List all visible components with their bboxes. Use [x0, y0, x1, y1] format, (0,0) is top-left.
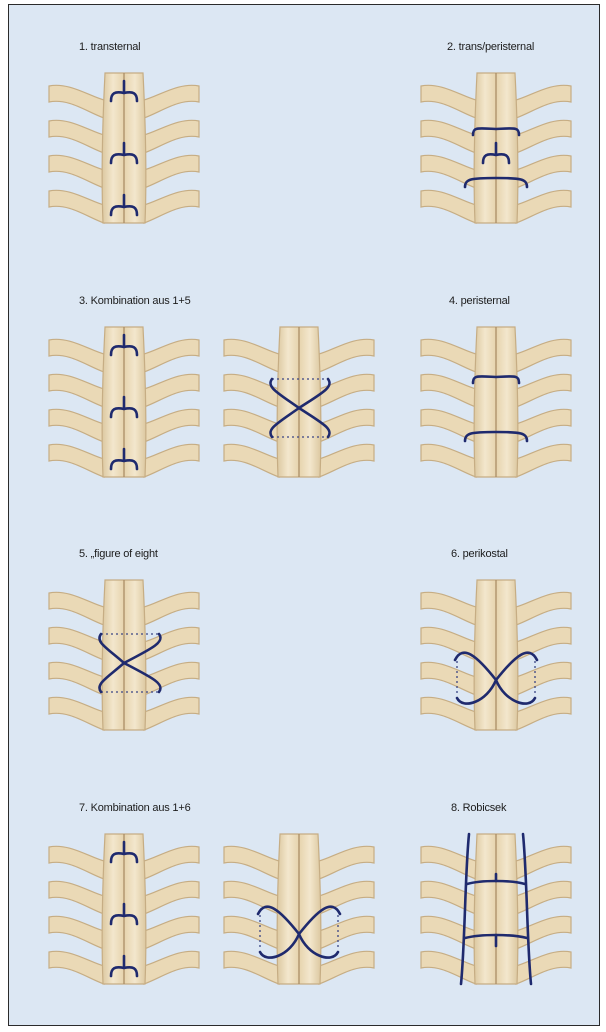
rib-left: [49, 444, 104, 477]
rib-left: [224, 339, 279, 372]
panel-label-4: 4. peristernal: [449, 295, 510, 307]
illustration-3b-figure-of-eight: [224, 327, 374, 477]
rib-right: [144, 592, 199, 625]
illustration-3a-transternal: [49, 327, 199, 477]
rib-left: [49, 697, 104, 730]
rib-left: [421, 592, 476, 625]
rib-right: [144, 697, 199, 730]
rib-right: [144, 951, 199, 984]
rib-left: [49, 374, 104, 407]
illustration-4-peristernal: [421, 327, 571, 477]
rib-left: [49, 85, 104, 118]
rib-right: [516, 881, 571, 914]
rib-right: [516, 662, 571, 695]
rib-left: [49, 951, 104, 984]
illustration-8-robicsek: [421, 834, 571, 984]
illustration-7a-transternal: [49, 834, 199, 984]
rib-left: [49, 155, 104, 188]
rib-left: [224, 846, 279, 879]
rib-left: [224, 951, 279, 984]
rib-right: [144, 85, 199, 118]
rib-right: [144, 409, 199, 442]
rib-right: [516, 339, 571, 372]
rib-left: [421, 155, 476, 188]
rib-left: [421, 951, 476, 984]
rib-left: [421, 190, 476, 223]
illustration-5-figure-of-eight: [49, 580, 199, 730]
rib-left: [49, 846, 104, 879]
rib-left: [421, 881, 476, 914]
illustration-1-transternal: [49, 73, 199, 223]
rib-left: [49, 409, 104, 442]
rib-right: [516, 409, 571, 442]
rib-left: [224, 444, 279, 477]
figure-frame: 1. transternal 2. trans/peristernal 3. K…: [8, 4, 600, 1026]
rib-right: [516, 444, 571, 477]
rib-right: [144, 339, 199, 372]
rib-right: [144, 155, 199, 188]
panel-label-1: 1. transternal: [79, 41, 140, 53]
rib-left: [421, 916, 476, 949]
panel-label-7: 7. Kombination aus 1+6: [79, 802, 191, 814]
rib-left: [49, 120, 104, 153]
rib-right: [144, 120, 199, 153]
rib-right: [319, 916, 374, 949]
rib-left: [49, 627, 104, 660]
rib-right: [144, 627, 199, 660]
rib-left: [421, 409, 476, 442]
rib-right: [516, 85, 571, 118]
rib-left: [421, 374, 476, 407]
rib-left: [49, 662, 104, 695]
rib-right: [319, 846, 374, 879]
rib-right: [144, 374, 199, 407]
rib-right: [144, 846, 199, 879]
rib-left: [421, 339, 476, 372]
panel-label-3: 3. Kombination aus 1+5: [79, 295, 191, 307]
rib-left: [224, 881, 279, 914]
rib-right: [144, 916, 199, 949]
rib-left: [49, 592, 104, 625]
rib-right: [516, 374, 571, 407]
rib-left: [421, 85, 476, 118]
rib-right: [516, 916, 571, 949]
panel-label-5: 5. „figure of eight: [79, 548, 158, 560]
rib-right: [319, 444, 374, 477]
rib-left: [224, 916, 279, 949]
rib-left: [49, 190, 104, 223]
rib-left: [421, 662, 476, 695]
panel-label-6: 6. perikostal: [451, 548, 508, 560]
rib-left: [49, 916, 104, 949]
rib-right: [144, 444, 199, 477]
rib-right: [319, 339, 374, 372]
rib-right: [516, 592, 571, 625]
rib-right: [516, 697, 571, 730]
rib-right: [516, 120, 571, 153]
rib-right: [516, 627, 571, 660]
illustration-6-perikostal: [421, 580, 571, 730]
illustration-7b-perikostal: [224, 834, 374, 984]
rib-left: [421, 444, 476, 477]
rib-right: [319, 951, 374, 984]
rib-right: [144, 190, 199, 223]
rib-right: [516, 155, 571, 188]
rib-left: [421, 627, 476, 660]
rib-right: [144, 881, 199, 914]
illustration-2-trans-peristernal: [421, 73, 571, 223]
rib-right: [319, 881, 374, 914]
rib-left: [49, 881, 104, 914]
rib-left: [421, 697, 476, 730]
rib-left: [421, 120, 476, 153]
panel-label-8: 8. Robicsek: [451, 802, 506, 814]
panel-label-2: 2. trans/peristernal: [447, 41, 534, 53]
rib-right: [516, 951, 571, 984]
rib-right: [516, 190, 571, 223]
rib-left: [49, 339, 104, 372]
